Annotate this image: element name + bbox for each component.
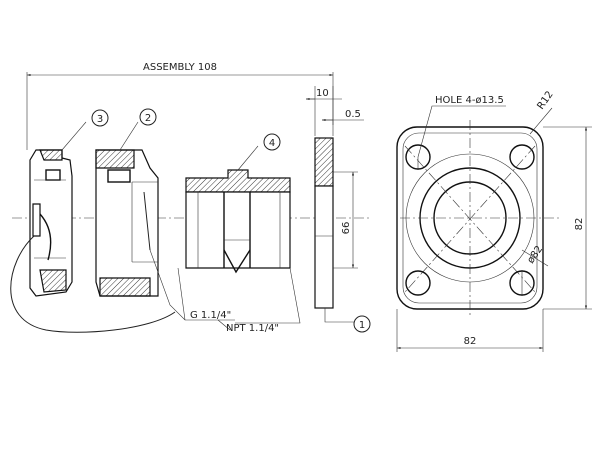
flange-thickness-dimension: 10 [306,86,342,136]
thickness-label: 10 [316,88,329,99]
balloon-4: 4 [237,133,281,171]
part-3-cap [10,149,176,333]
balloon-3-label: 3 [97,114,103,125]
part-2-body [95,149,159,297]
hole-label: HOLE 4-ø13.5 [435,95,504,106]
gasket-label: 0.5 [345,109,361,120]
balloon-1-label: 1 [359,320,365,331]
balloon-4-label: 4 [269,138,275,149]
thread-leaders: G 1.1/4" NPT 1.1/4" [149,249,301,334]
height-dimension: 82 [543,126,592,310]
flange-inner-dimension: 66 [333,171,358,269]
width-label: 82 [464,336,477,347]
height-label: 82 [574,218,585,231]
gasket-dimension: 0.5 [322,109,364,122]
radius-label: R12 [535,89,555,111]
bolt-circle-callout: ø82 [521,244,549,267]
part-1-flange-side [314,137,334,309]
balloon-3: 3 [61,109,109,151]
assembly-dimension: ASSEMBLY 108 [26,62,334,150]
hole-callout: HOLE 4-ø13.5 [417,95,506,158]
flange-front-view [396,120,560,316]
part-4-adapter [185,169,291,274]
npt-thread-label: NPT 1.1/4" [226,323,279,334]
balloon-2: 2 [119,108,157,151]
bolt-hole-tr [509,144,535,170]
inner-label: 66 [341,222,352,235]
balloon-1: 1 [324,308,371,333]
bolt-hole-bl [405,270,431,296]
balloon-2-label: 2 [145,113,151,124]
width-dimension: 82 [396,309,544,352]
g-thread-label: G 1.1/4" [190,310,231,321]
assembly-label: ASSEMBLY 108 [143,62,217,73]
